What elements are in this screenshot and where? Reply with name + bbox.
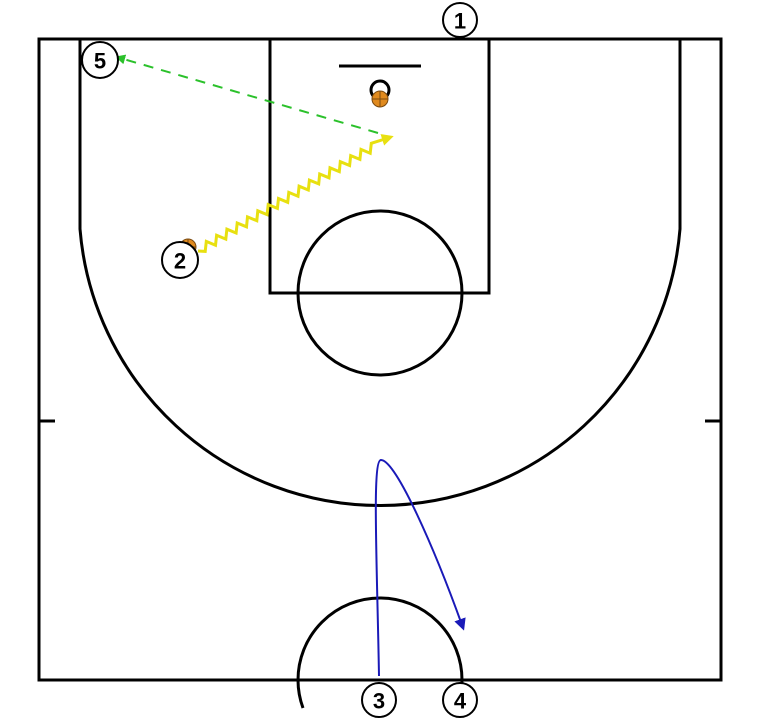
three-point-line <box>78 39 682 507</box>
cut-path <box>374 458 466 677</box>
key-lane <box>268 37 491 295</box>
player-label: 3 <box>373 689 385 714</box>
player-label: 1 <box>454 9 466 34</box>
ball-at-basket <box>371 90 389 108</box>
pass-arrow <box>115 54 379 134</box>
free-throw-circle <box>296 209 464 377</box>
player-2[interactable]: 2 <box>161 241 199 279</box>
player-4[interactable]: 4 <box>442 682 478 718</box>
dribble-path <box>197 134 394 253</box>
player-1[interactable]: 1 <box>442 2 478 38</box>
player-5[interactable]: 5 <box>81 41 119 79</box>
court-lines <box>37 37 723 709</box>
player-label: 2 <box>174 249 186 274</box>
player-3[interactable]: 3 <box>361 682 397 718</box>
court-boundary <box>37 37 723 682</box>
player-label: 5 <box>94 49 106 74</box>
player-label: 4 <box>454 689 467 714</box>
